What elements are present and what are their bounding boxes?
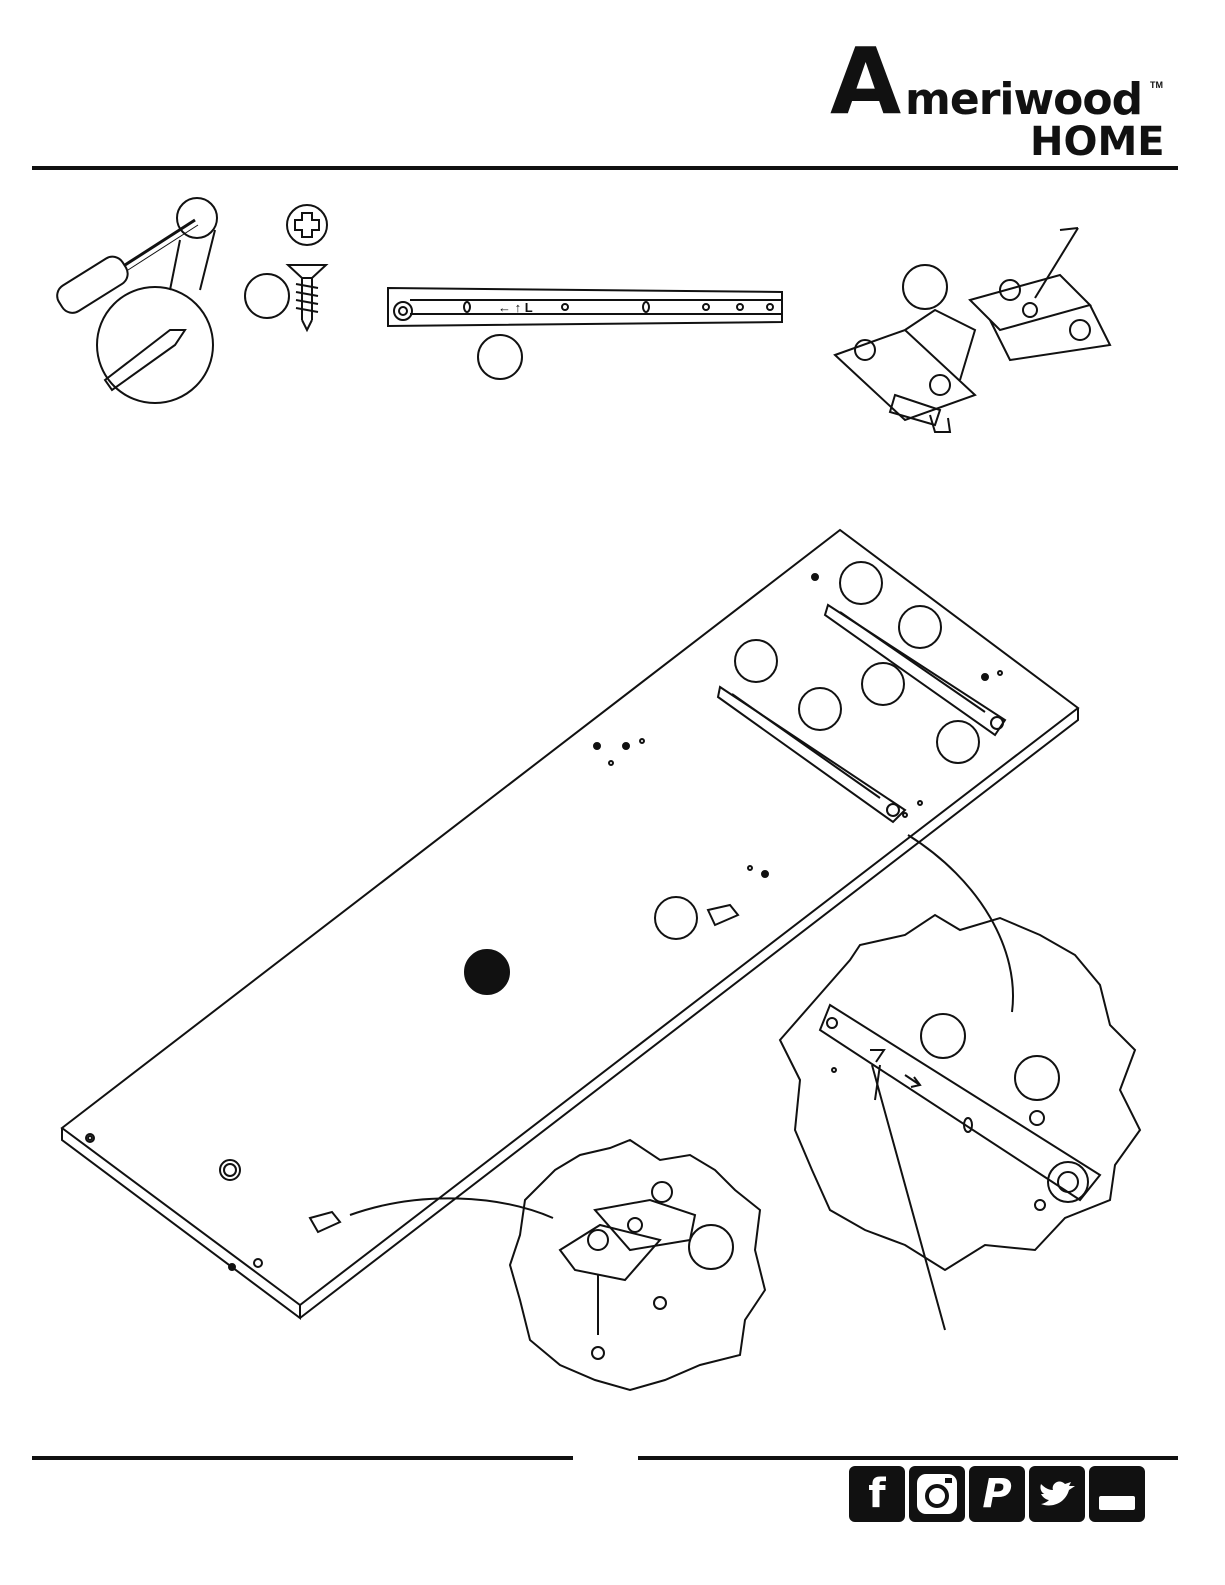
youtube-icon[interactable]	[1089, 1466, 1145, 1522]
instagram-glyph	[909, 1466, 965, 1522]
panel-rail-lower	[718, 687, 905, 822]
pinterest-glyph: P	[982, 1471, 1011, 1517]
youtube-glyph	[1089, 1466, 1145, 1522]
screwdriver-icon	[53, 198, 217, 403]
screw-icon	[245, 205, 327, 330]
footer-rule-right	[638, 1456, 1178, 1460]
pinterest-icon[interactable]: P	[969, 1466, 1025, 1522]
twitter-icon[interactable]	[1029, 1466, 1085, 1522]
twitter-glyph	[1029, 1466, 1085, 1522]
facebook-icon[interactable]: f	[849, 1466, 905, 1522]
rail-marking: ← ↑ L	[498, 300, 533, 315]
hinge-icon	[835, 228, 1110, 432]
footer-rule-left	[32, 1456, 573, 1460]
instagram-icon[interactable]	[909, 1466, 965, 1522]
facebook-glyph: f	[868, 1471, 885, 1517]
panel-rail-upper	[825, 605, 1005, 735]
drawer-rail-icon	[388, 288, 782, 379]
